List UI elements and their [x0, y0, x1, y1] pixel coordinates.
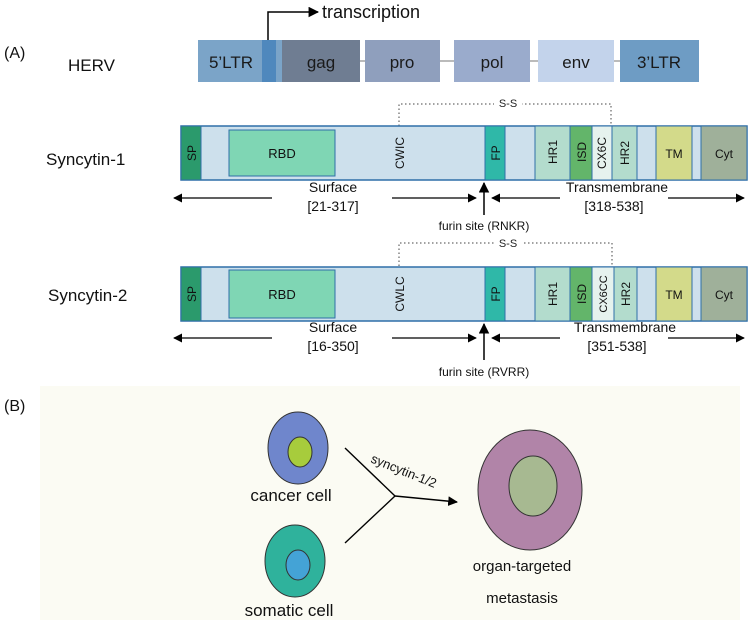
- cancer-cell-nucleus: [287, 436, 313, 468]
- result-label-line2: metastasis: [486, 590, 558, 607]
- tm-label-2: TM: [665, 288, 682, 302]
- cyt-label-1: Cyt: [715, 147, 734, 161]
- disulfide-label-1: S-S: [499, 98, 517, 110]
- herv-block-gag: [282, 40, 360, 82]
- sp-label-2: SP: [185, 286, 199, 302]
- tm-domain-2: [655, 266, 693, 322]
- syncytin-2-diagram: Syncytin-2 S-S SP RBD CWLC FP HR1 ISD CX…: [48, 236, 748, 379]
- somatic-cell-nucleus: [285, 549, 311, 581]
- hr2-label-2: HR2: [619, 282, 633, 306]
- cx6c-label-1: CX6C: [595, 137, 609, 169]
- herv-block-env: [538, 40, 614, 82]
- herv-block-3ltr: [620, 40, 699, 82]
- fusion-connector: [344, 447, 458, 544]
- transcription-start-arrow: [267, 6, 320, 40]
- fp-label-2: FP: [489, 286, 503, 301]
- motif-label-2: CWLC: [393, 276, 407, 312]
- cx6cc-label-2: CX6CC: [598, 275, 610, 312]
- cyt-domain-2: [700, 266, 748, 322]
- result-label-line1: organ-targeted: [473, 558, 571, 575]
- hr1-domain-1: [534, 125, 571, 181]
- herv-block-label: pro: [390, 53, 415, 72]
- tm-region-label-2: Transmembrane: [574, 319, 676, 335]
- herv-genome: HERV 5’LTR gag pro pol env 3’LTR transcr…: [68, 2, 699, 82]
- hr2-domain-2: [613, 266, 638, 322]
- tm-range-1: [318-538]: [584, 198, 643, 214]
- hr1-label-1: HR1: [546, 140, 560, 164]
- panel-b-background: [40, 386, 740, 620]
- sp-domain-2: [180, 266, 202, 322]
- syncytin-1-diagram: Syncytin-1 S-S SP RBD CWIC FP HR1 ISD CX…: [46, 96, 748, 233]
- motif-label-1: CWIC: [393, 137, 407, 169]
- herv-block-label: 5’LTR: [209, 53, 253, 72]
- transcription-label: transcription: [322, 2, 420, 22]
- hr2-domain-1: [611, 125, 638, 181]
- surface-label-1: Surface: [309, 179, 357, 195]
- cyt-domain-1: [700, 125, 748, 181]
- tm-range-2: [351-538]: [587, 338, 646, 354]
- rbd-domain-1: [228, 129, 336, 177]
- herv-block-pol: [454, 40, 530, 82]
- fusion-arrow: [394, 495, 458, 507]
- rbd-domain-2: [228, 269, 336, 319]
- somatic-cell: [264, 524, 326, 598]
- panel-a-label: (A): [4, 45, 25, 62]
- disulfide-label-2: S-S: [499, 238, 517, 250]
- cancer-cell-label: cancer cell: [250, 486, 331, 505]
- tm-region-label-1: Transmembrane: [566, 179, 668, 195]
- hybrid-cell-nucleus: [508, 455, 558, 517]
- isd-label-2: ISD: [575, 284, 589, 304]
- hr1-label-2: HR1: [546, 282, 560, 306]
- tm-label-1: TM: [665, 147, 682, 161]
- hr2-label-1: HR2: [618, 141, 632, 165]
- furin-label-2: furin site (RVRR): [439, 365, 529, 379]
- sp-label-1: SP: [185, 145, 199, 161]
- herv-label: HERV: [68, 56, 116, 75]
- syncytin-2-label: Syncytin-2: [48, 286, 127, 305]
- cyt-label-2: Cyt: [715, 288, 734, 302]
- surface-range-2: [16-350]: [307, 338, 358, 354]
- herv-tss-marker: [262, 40, 276, 82]
- furin-label-1: furin site (RNKR): [439, 219, 530, 233]
- cancer-cell: [267, 411, 329, 485]
- isd-label-1: ISD: [575, 142, 589, 162]
- fp-domain-1: [484, 125, 506, 181]
- somatic-cell-label: somatic cell: [245, 601, 334, 620]
- surface-range-1: [21-317]: [307, 198, 358, 214]
- hr1-domain-2: [534, 266, 571, 322]
- herv-block-label: pol: [481, 53, 504, 72]
- fp-label-1: FP: [489, 145, 503, 160]
- herv-block-label: env: [562, 53, 590, 72]
- surface-label-2: Surface: [309, 319, 357, 335]
- herv-block-pro: [365, 40, 440, 82]
- herv-block-label: 3’LTR: [637, 53, 681, 72]
- panel-b-label: (B): [4, 398, 25, 415]
- rbd-label-1: RBD: [268, 146, 295, 161]
- herv-block-label: gag: [307, 53, 335, 72]
- tm-domain-1: [655, 125, 693, 181]
- rbd-label-2: RBD: [268, 287, 295, 302]
- sp-domain-1: [180, 125, 202, 181]
- fp-domain-2: [484, 266, 506, 322]
- hybrid-cell: [477, 429, 583, 551]
- syncytin-1-label: Syncytin-1: [46, 150, 125, 169]
